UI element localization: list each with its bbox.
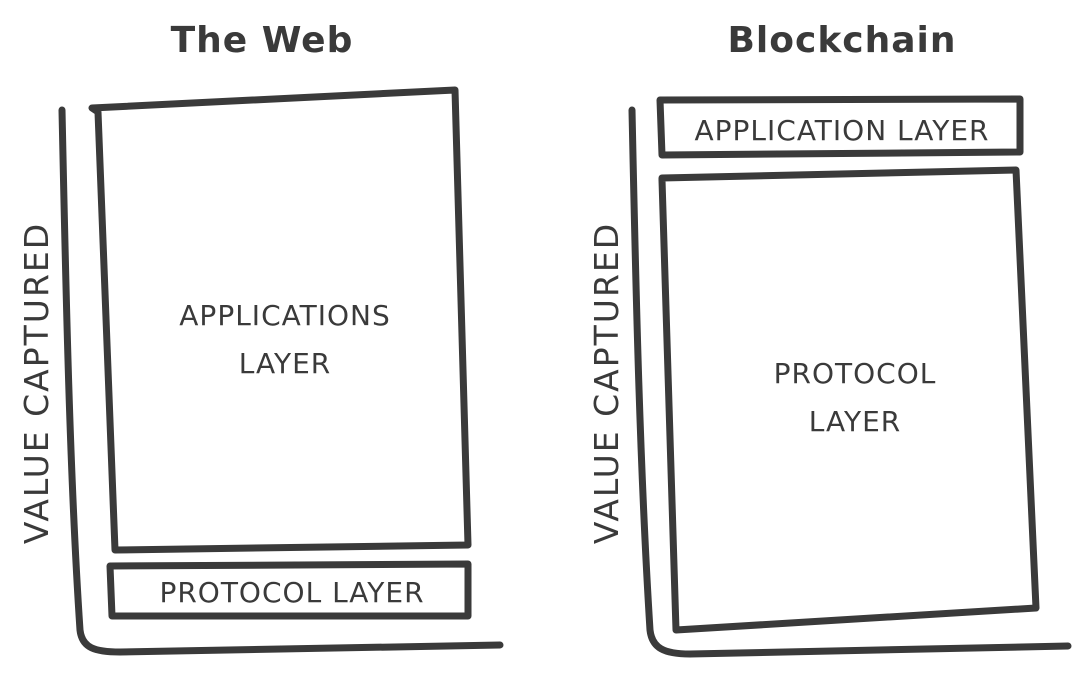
blockchain-axis (628, 106, 1072, 658)
web-protocol-layer-box (106, 560, 472, 620)
blockchain-protocol-layer-box (658, 166, 1040, 634)
blockchain-protocol-layer-label-line-2: LAYER (809, 405, 901, 438)
web-diagram: The Web VALUE CAPTURED APPLICATIONS LAYE… (17, 20, 504, 656)
blockchain-title: Blockchain (727, 20, 956, 61)
blockchain-axis-label: VALUE CAPTURED (587, 222, 626, 544)
web-axis (58, 106, 504, 656)
web-applications-layer-label-line-1: APPLICATIONS (179, 299, 390, 332)
blockchain-application-layer-label: APPLICATION LAYER (694, 114, 989, 147)
web-title: The Web (171, 20, 354, 61)
web-axis-label: VALUE CAPTURED (17, 222, 56, 544)
blockchain-protocol-layer-label-line-1: PROTOCOL (774, 357, 937, 390)
blockchain-diagram: Blockchain VALUE CAPTURED APPLICATION LA… (587, 20, 1072, 658)
blockchain-application-layer-box (656, 95, 1024, 159)
web-protocol-layer-label: PROTOCOL LAYER (159, 576, 424, 609)
web-applications-layer-box (88, 86, 472, 554)
web-applications-layer-label-line-2: LAYER (239, 347, 331, 380)
